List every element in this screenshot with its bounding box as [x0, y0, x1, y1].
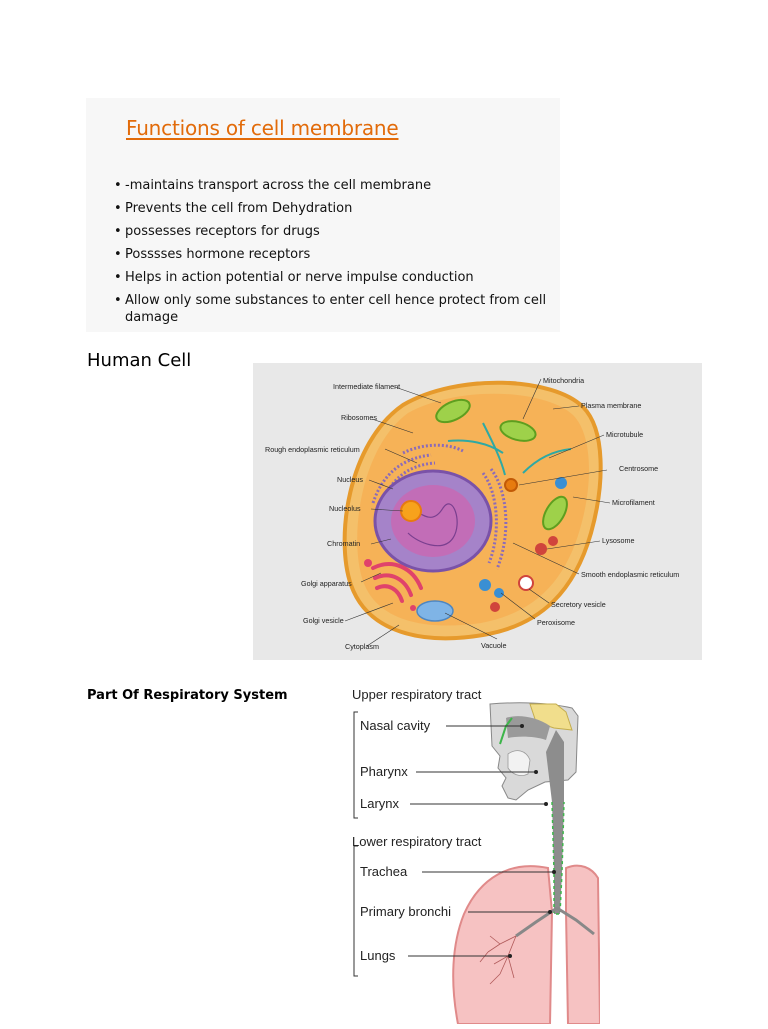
label-lungs: Lungs — [360, 948, 396, 963]
list-item: •Helps in action potential or nerve impu… — [114, 266, 554, 289]
lysosome-shape — [535, 543, 547, 555]
label-lysosome: Lysosome — [602, 536, 635, 545]
respiratory-heading: Part Of Respiratory System — [87, 688, 288, 703]
human-cell-heading: Human Cell — [87, 350, 192, 371]
mitochondria-shapes — [435, 398, 568, 531]
lower-tract-title: Lower respiratory tract — [352, 834, 482, 849]
list-item: •Posssses hormone receptors — [114, 243, 554, 266]
peroxisome-shape — [479, 579, 491, 591]
label-golgi-vesicle: Golgi vesicle — [303, 616, 344, 625]
golgi-apparatus-shape — [371, 562, 423, 603]
label-golgi-apparatus: Golgi apparatus — [301, 579, 352, 588]
upper-tract-title: Upper respiratory tract — [352, 687, 482, 702]
bullet-icon: • — [114, 247, 122, 262]
bracket-lines — [353, 711, 358, 977]
label-mitochondria: Mitochondria — [543, 376, 584, 385]
vacuole-shape — [416, 600, 454, 622]
cell-illustration: Intermediate filament Ribosomes Rough en… — [265, 376, 679, 651]
list-item: • Prevents the cell from Dehydration — [114, 197, 554, 220]
nucleolus-shape — [400, 500, 422, 522]
label-larynx: Larynx — [360, 796, 400, 811]
label-cytoplasm: Cytoplasm — [345, 642, 379, 651]
label-plasma-membrane: Plasma membrane — [581, 401, 641, 410]
respiratory-illustration: Upper respiratory tract Nasal cavity Pha… — [352, 687, 602, 1025]
left-lung-shape — [452, 865, 554, 1025]
nasal-cavity-shape — [506, 716, 550, 740]
label-vacuole: Vacuole — [481, 641, 506, 650]
functions-card: Functions of cell membrane •-maintains t… — [86, 98, 560, 332]
airway-shape — [546, 730, 564, 914]
functions-list: •-maintains transport across the cell me… — [114, 174, 554, 329]
bullet-icon: • — [114, 201, 122, 216]
bullet-icon: • — [114, 178, 122, 193]
label-trachea: Trachea — [360, 864, 408, 879]
label-peroxisome: Peroxisome — [537, 618, 575, 627]
centrosome-shape — [504, 478, 518, 492]
label-primary-bronchi: Primary bronchi — [360, 904, 451, 919]
leader-lines — [408, 725, 554, 957]
bullet-icon: • — [114, 293, 122, 308]
microtubule-shapes — [447, 422, 572, 476]
label-pharynx: Pharynx — [360, 764, 408, 779]
label-centrosome: Centrosome — [619, 464, 658, 473]
leader-lines — [344, 378, 611, 647]
respiratory-diagram: Upper respiratory tract Nasal cavity Pha… — [340, 682, 602, 1025]
bullet-icon: • — [114, 270, 122, 285]
label-nasal-cavity: Nasal cavity — [360, 718, 431, 733]
functions-title: Functions of cell membrane — [126, 116, 399, 140]
label-microfilament: Microfilament — [612, 498, 655, 507]
label-secretory-vesicle: Secretory vesicle — [551, 600, 606, 609]
mouth-shape — [507, 750, 531, 776]
chromatin-shape — [391, 485, 475, 557]
label-rough-er: Rough endoplasmic reticulum — [265, 445, 360, 454]
list-item: •Allow only some substances to enter cel… — [114, 289, 554, 329]
bullet-icon: • — [114, 224, 122, 239]
list-item: • possesses receptors for drugs — [114, 220, 554, 243]
label-nucleolus: Nucleolus — [329, 504, 361, 513]
label-ribosomes: Ribosomes — [341, 413, 377, 422]
label-nucleus: Nucleus — [337, 475, 363, 484]
human-cell-diagram: Intermediate filament Ribosomes Rough en… — [253, 363, 702, 660]
right-lung-shape — [565, 864, 602, 1025]
label-smooth-er: Smooth endoplasmic reticulum — [581, 570, 679, 579]
list-item: •-maintains transport across the cell me… — [114, 174, 554, 197]
secretory-vesicle-shape — [518, 575, 534, 591]
label-chromatin: Chromatin — [327, 539, 360, 548]
label-intermediate-filament: Intermediate filament — [333, 382, 400, 391]
label-microtubule: Microtubule — [606, 430, 643, 439]
